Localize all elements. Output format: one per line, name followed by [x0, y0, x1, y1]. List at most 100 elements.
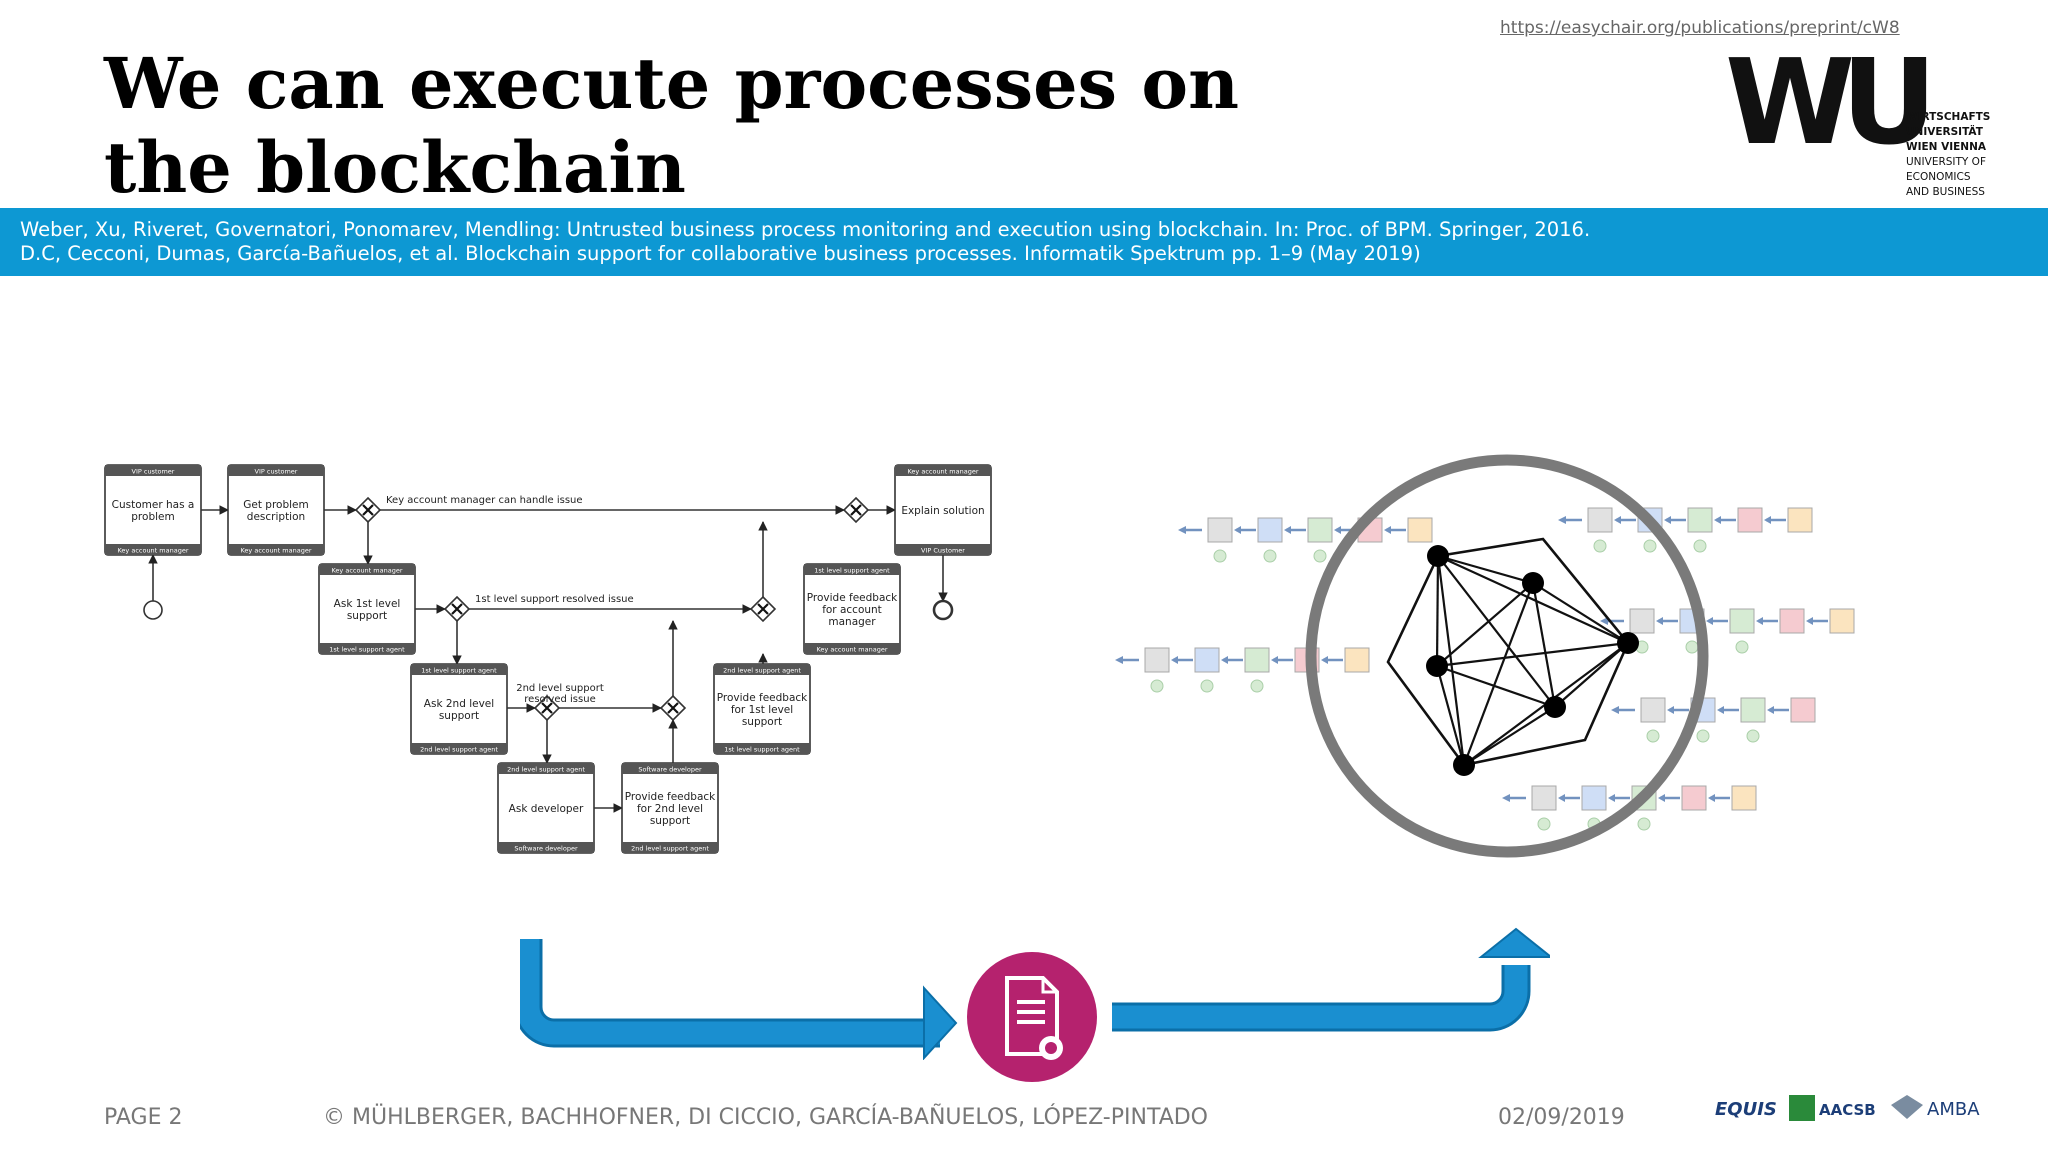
- network-link: [1531, 582, 1557, 708]
- task-label: support: [347, 610, 387, 622]
- chain-block: [1257, 517, 1283, 543]
- chain-block: [1787, 507, 1813, 533]
- exclusive-gateway: [354, 496, 382, 524]
- chain-block: [1207, 517, 1233, 543]
- logo-line: UNIVERSITÄT: [1906, 126, 1983, 138]
- logo-line: AND BUSINESS: [1906, 186, 1985, 198]
- blockchain-ring: [1305, 454, 1709, 858]
- chain-block: [1144, 647, 1170, 673]
- chain-block: [1629, 608, 1655, 634]
- aacsb-logo: AACSB: [1819, 1101, 1876, 1119]
- transaction-chain: [1558, 507, 1813, 553]
- preprint-link[interactable]: https://easychair.org/publications/prepr…: [1500, 18, 1900, 38]
- task-label: support: [650, 815, 690, 827]
- task-label: Customer has a: [112, 499, 195, 511]
- chain-block: [1681, 785, 1707, 811]
- task-label: for account: [822, 604, 882, 616]
- footer-date: 02/09/2019: [1498, 1105, 1625, 1130]
- chain-block: [1531, 785, 1557, 811]
- network-link: [1463, 706, 1556, 766]
- network-link: [1462, 582, 1535, 766]
- university-logo: WU: [1725, 55, 1940, 171]
- amba-mark: [1891, 1095, 1923, 1119]
- task-bottom-role: Key account manager: [816, 646, 887, 654]
- exclusive-gateway: [749, 595, 777, 623]
- task-top-role: Software developer: [638, 766, 702, 774]
- end-event: [932, 599, 954, 621]
- chain-block: [1790, 697, 1816, 723]
- chain-block: [1581, 785, 1607, 811]
- task-label: Ask 2nd level: [424, 698, 494, 710]
- chain-block: [1737, 507, 1763, 533]
- task-top-role: VIP customer: [132, 468, 175, 476]
- network-link: [1436, 664, 1556, 709]
- aacsb-mark: [1789, 1095, 1815, 1121]
- right-arrow-head: [1478, 927, 1550, 958]
- transaction-chain: [1502, 785, 1757, 831]
- equis-logo: EQUIS: [1715, 1099, 1777, 1120]
- left-arrow-head: [923, 985, 958, 1060]
- chain-block: [1587, 507, 1613, 533]
- chain-block: [1194, 647, 1220, 673]
- task-top-role: VIP customer: [255, 468, 298, 476]
- flow-label: resolved issue: [524, 694, 595, 705]
- task-top-role: 1st level support agent: [421, 667, 497, 675]
- network-link: [1532, 582, 1629, 644]
- task-label: manager: [828, 616, 876, 628]
- task-label: for 2nd level: [637, 803, 703, 815]
- network-link: [1435, 555, 1440, 667]
- task-label: Get problem: [243, 499, 309, 511]
- references-bar: Weber, Xu, Riveret, Governatori, Ponomar…: [0, 208, 2048, 276]
- task-bottom-role: 1st level support agent: [724, 746, 800, 754]
- chain-block: [1407, 517, 1433, 543]
- task-label: problem: [131, 511, 174, 523]
- reference-1: Weber, Xu, Riveret, Governatori, Ponomar…: [20, 218, 1591, 241]
- chain-block: [1307, 517, 1333, 543]
- task-label: for 1st level: [731, 704, 793, 716]
- task-label: Ask 1st level: [334, 598, 401, 610]
- task-bottom-role: 2nd level support agent: [420, 746, 498, 754]
- task-top-role: Key account manager: [331, 567, 402, 575]
- task-bottom-role: Software developer: [514, 845, 578, 853]
- task-bottom-role: 2nd level support agent: [631, 845, 709, 853]
- chain-block: [1244, 647, 1270, 673]
- network-link: [1435, 665, 1466, 766]
- flow-label: Key account manager can handle issue: [386, 495, 583, 506]
- task-label: support: [742, 716, 782, 728]
- wu-logo-mark: WU: [1725, 55, 1926, 171]
- task-label: Provide feedback: [717, 692, 808, 704]
- task-top-role: 2nd level support agent: [507, 766, 585, 774]
- task-bottom-role: Key account manager: [240, 547, 311, 555]
- network-node: [1427, 545, 1449, 567]
- task-top-role: Key account manager: [907, 468, 978, 476]
- exclusive-gateway: [659, 694, 687, 722]
- network-node: [1426, 655, 1448, 677]
- transaction-chain: [1611, 697, 1816, 743]
- task-label: description: [247, 511, 305, 523]
- transaction-chain: [1600, 608, 1855, 654]
- task-top-role: 1st level support agent: [814, 567, 890, 575]
- exclusive-gateway: [842, 496, 870, 524]
- network-link: [1437, 554, 1629, 645]
- chain-block: [1731, 785, 1757, 811]
- network-node: [1453, 754, 1475, 776]
- chain-block: [1829, 608, 1855, 634]
- transaction-chain: [1178, 517, 1433, 563]
- bpmn-task: 1st level support agent 2nd level support…: [410, 663, 508, 755]
- task-label: Provide feedback: [807, 592, 898, 604]
- flow-label: 1st level support resolved issue: [475, 594, 634, 605]
- deploy-flow-arrows: [520, 927, 1550, 1060]
- accreditation-logos: EQUIS AACSB AMBA: [1715, 1095, 1980, 1121]
- footer-authors: © MÜHLBERGER, BACHHOFNER, DI CICCIO, GAR…: [323, 1105, 1208, 1130]
- task-bottom-role: VIP Customer: [921, 547, 965, 555]
- network-link: [1436, 641, 1629, 668]
- left-flow-arrow: [520, 939, 940, 1048]
- chain-block: [1687, 507, 1713, 533]
- blockchain-network-illustration: [1115, 454, 1855, 858]
